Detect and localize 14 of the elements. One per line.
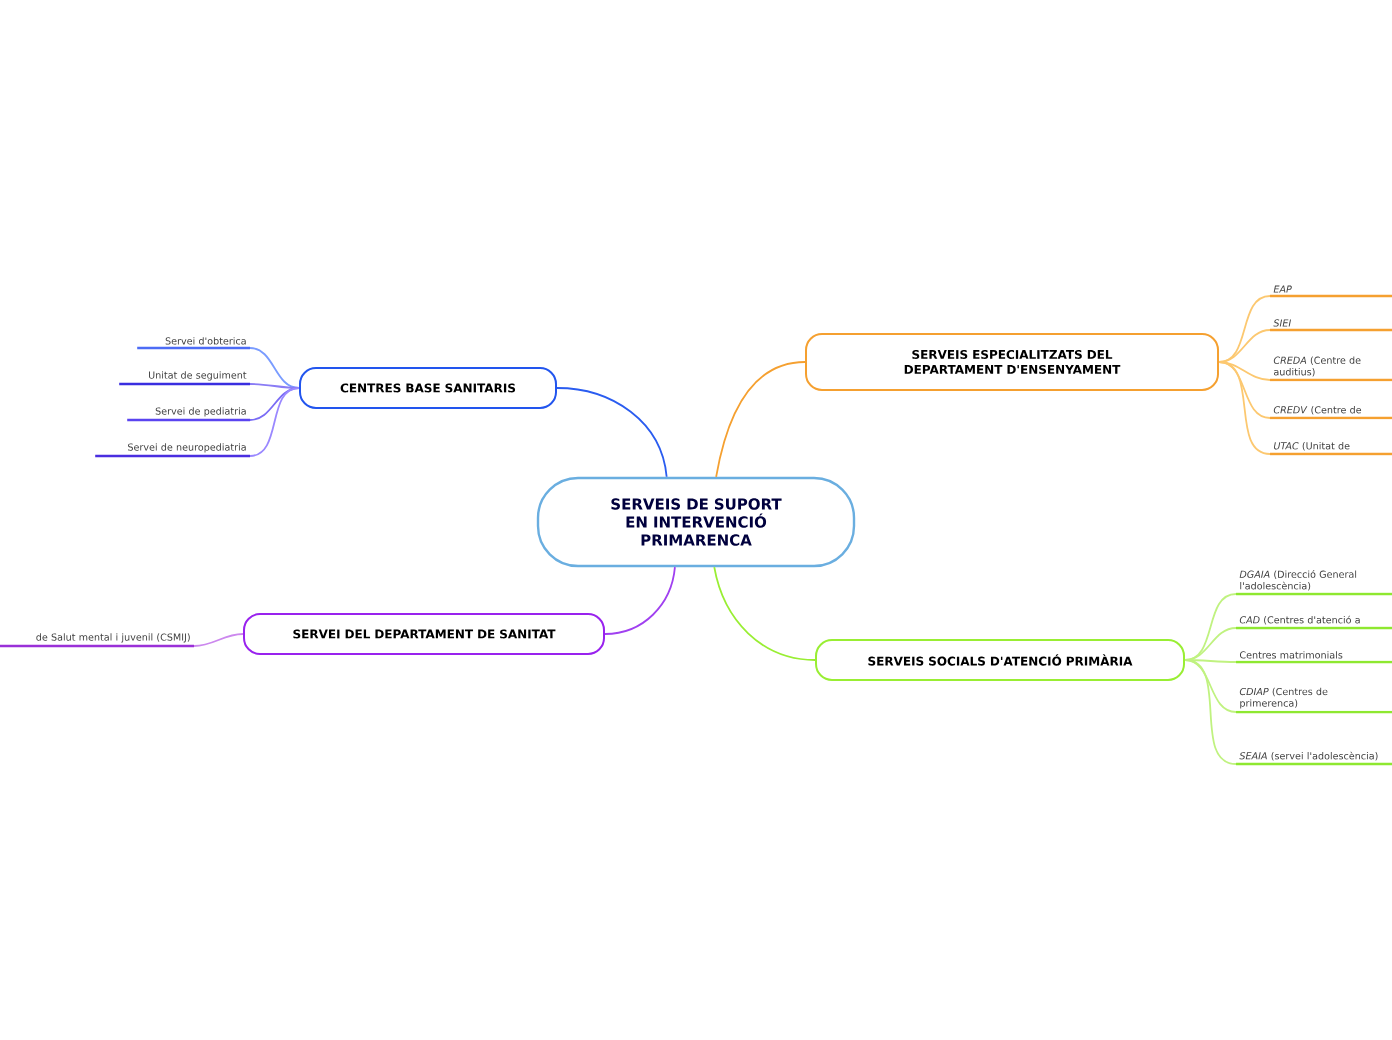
connector — [1218, 361, 1271, 455]
connector — [1184, 627, 1237, 661]
connector — [249, 383, 300, 389]
connector — [249, 387, 300, 421]
connector — [556, 387, 668, 478]
connector — [193, 633, 244, 647]
connector — [604, 566, 676, 635]
connector — [1218, 329, 1271, 363]
connector — [1184, 659, 1237, 765]
connector — [249, 387, 300, 457]
connector — [249, 347, 300, 389]
connector — [715, 361, 806, 478]
connector — [1184, 659, 1237, 663]
connector — [713, 566, 816, 661]
